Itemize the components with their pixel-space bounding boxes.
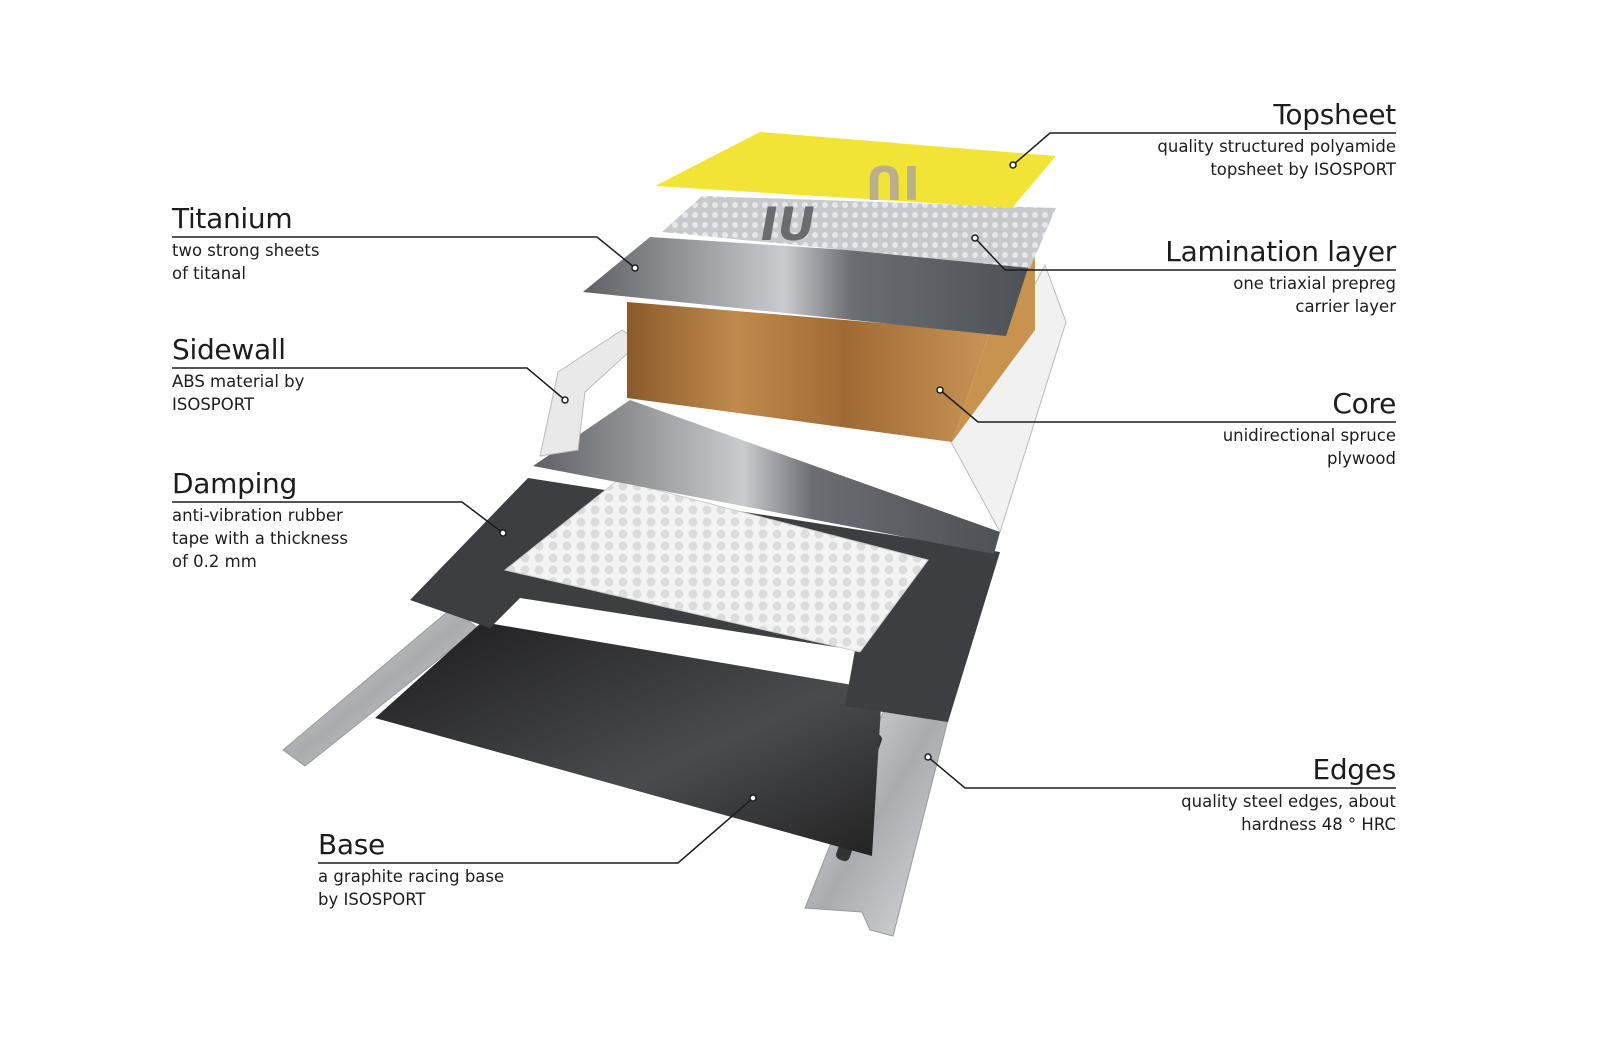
label-lamination: Lamination layer one triaxial prepreg car… xyxy=(1165,236,1396,318)
label-titanium: Titanium two strong sheets of titanal xyxy=(172,203,320,285)
label-title: Topsheet xyxy=(1273,98,1396,131)
leader-sidewall xyxy=(172,367,566,401)
topsheet-layer: IU xyxy=(655,132,1056,209)
base-layer xyxy=(375,622,882,856)
titanium-upper xyxy=(583,237,1030,336)
label-desc: tape with a thickness xyxy=(172,529,348,548)
label-desc: anti-vibration rubber xyxy=(172,506,343,525)
leader-edges xyxy=(927,756,1396,789)
honeycomb-layer xyxy=(503,479,929,653)
label-title: Sidewall xyxy=(172,333,286,366)
svg-text:IU: IU xyxy=(866,155,920,209)
leader-base xyxy=(318,797,754,864)
label-title: Damping xyxy=(172,467,297,500)
leader-topsheet xyxy=(1012,132,1396,166)
label-title: Lamination layer xyxy=(1165,235,1396,268)
label-desc: ISOSPORT xyxy=(172,395,255,414)
label-desc: topsheet by ISOSPORT xyxy=(1210,160,1396,179)
label-desc: hardness 48 ° HRC xyxy=(1241,815,1396,834)
leader-damping xyxy=(172,501,504,534)
label-base: Base a graphite racing base by ISOSPORT xyxy=(318,829,504,911)
label-core: Core unidirectional spruce plywood xyxy=(1222,387,1397,470)
label-desc: quality structured polyamide xyxy=(1157,137,1396,156)
leader-lines xyxy=(172,132,1396,864)
label-topsheet: Topsheet quality structured polyamide top… xyxy=(1157,99,1396,181)
label-desc: of titanal xyxy=(172,264,246,283)
titanium-lower xyxy=(533,400,1000,554)
label-title: Titanium xyxy=(172,202,293,235)
label-title: Edges xyxy=(1312,753,1396,786)
leader-dots xyxy=(499,161,1017,802)
label-desc: quality steel edges, about xyxy=(1181,792,1396,811)
leader-lamination xyxy=(974,237,1396,271)
label-desc: a graphite racing base xyxy=(318,867,505,886)
svg-text:IU: IU xyxy=(756,197,820,251)
label-desc: of 0.2 mm xyxy=(172,552,257,571)
label-desc: plywood xyxy=(1327,449,1396,468)
label-title: Core xyxy=(1332,387,1396,420)
label-edges: Edges quality steel edges, about hardness… xyxy=(1181,754,1396,836)
label-damping: Damping anti-vibration rubber tape with a… xyxy=(172,468,348,573)
label-desc: ABS material by xyxy=(172,372,305,391)
label-desc: by ISOSPORT xyxy=(318,890,426,909)
lamination-layer: IU xyxy=(662,196,1056,268)
leader-core xyxy=(939,389,1396,423)
leader-titanium xyxy=(172,236,636,269)
label-desc: unidirectional spruce xyxy=(1222,426,1396,445)
label-desc: one triaxial prepreg xyxy=(1233,274,1396,293)
label-title: Base xyxy=(318,828,385,861)
label-desc: carrier layer xyxy=(1295,297,1396,316)
label-desc: two strong sheets xyxy=(172,241,320,260)
label-sidewall: Sidewall ABS material by ISOSPORT xyxy=(172,334,304,416)
